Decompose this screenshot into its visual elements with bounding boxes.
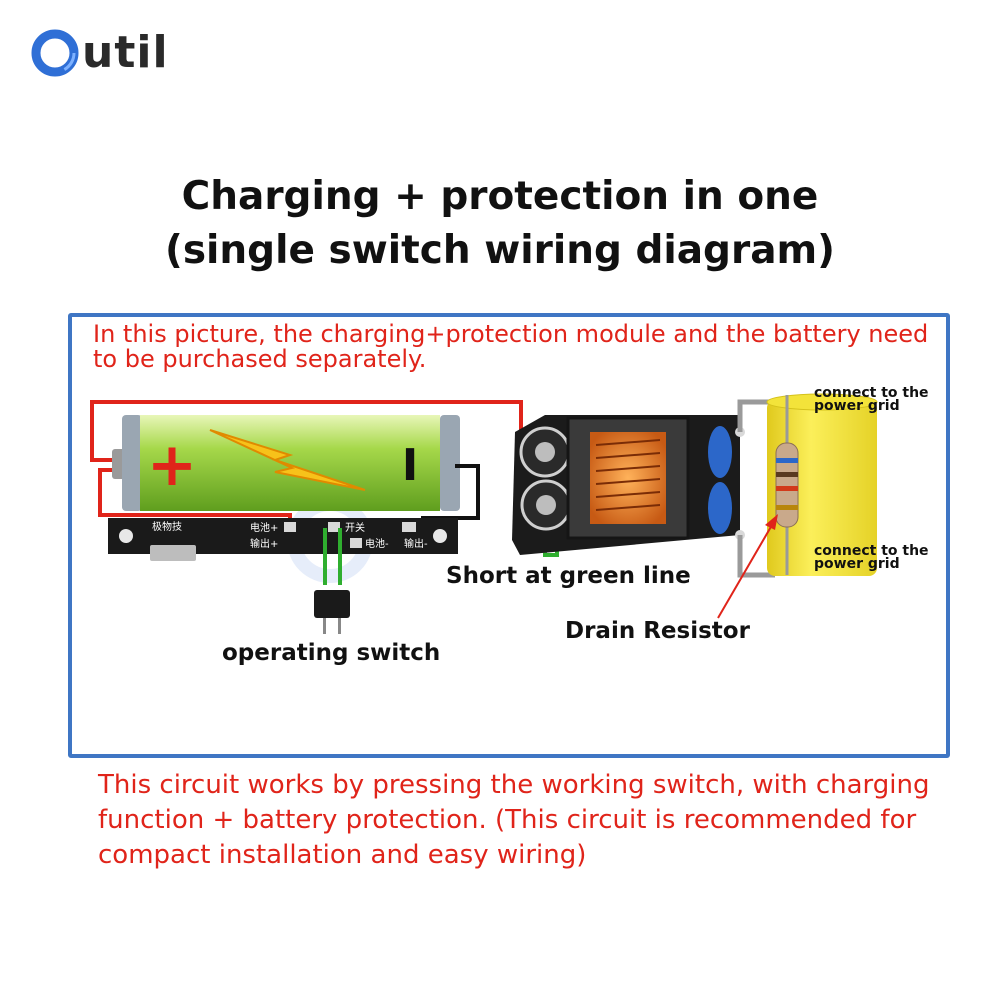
protection-board: 极物技 电池+ 输出+ 开关 电池- 输出- — [108, 518, 458, 561]
board-battery-plus-label: 电池+ — [250, 521, 278, 534]
short-at-green-line-label: Short at green line — [446, 563, 691, 589]
drain-resistor — [775, 395, 799, 575]
board-battery-minus-label: 电池- — [365, 537, 389, 550]
yellow-capacitor — [766, 393, 878, 576]
battery: + I — [112, 415, 460, 511]
board-output-minus-label: 输出- — [404, 537, 428, 550]
drain-resistor-arrow — [717, 514, 778, 619]
brand-logo: util — [30, 28, 169, 78]
driver-board — [512, 415, 745, 555]
purchase-note: In this picture, the charging+protection… — [93, 320, 929, 373]
logo-text: util — [82, 27, 169, 78]
grid-connection-label-bottom: connect to the power grid — [814, 543, 929, 572]
circuit-description: This circuit works by pressing the worki… — [98, 770, 930, 870]
drain-resistor-label: Drain Resistor — [565, 618, 750, 644]
board-switch-label: 开关 — [345, 521, 365, 534]
operating-switch-component — [314, 590, 350, 634]
board-company-label: 极物技 — [152, 520, 182, 533]
page-title: Charging + protection in one (single swi… — [0, 170, 1000, 278]
o-ring-logo-icon — [31, 29, 79, 77]
battery-plus-sign: + — [147, 430, 197, 500]
title-line-2: (single switch wiring diagram) — [165, 228, 835, 273]
title-line-1: Charging + protection in one — [181, 174, 819, 219]
battery-minus-sign: I — [402, 440, 418, 491]
operating-switch-label: operating switch — [222, 640, 441, 666]
grid-connection-label-top: connect to the power grid — [814, 385, 929, 414]
board-output-plus-label: 输出+ — [250, 537, 278, 550]
